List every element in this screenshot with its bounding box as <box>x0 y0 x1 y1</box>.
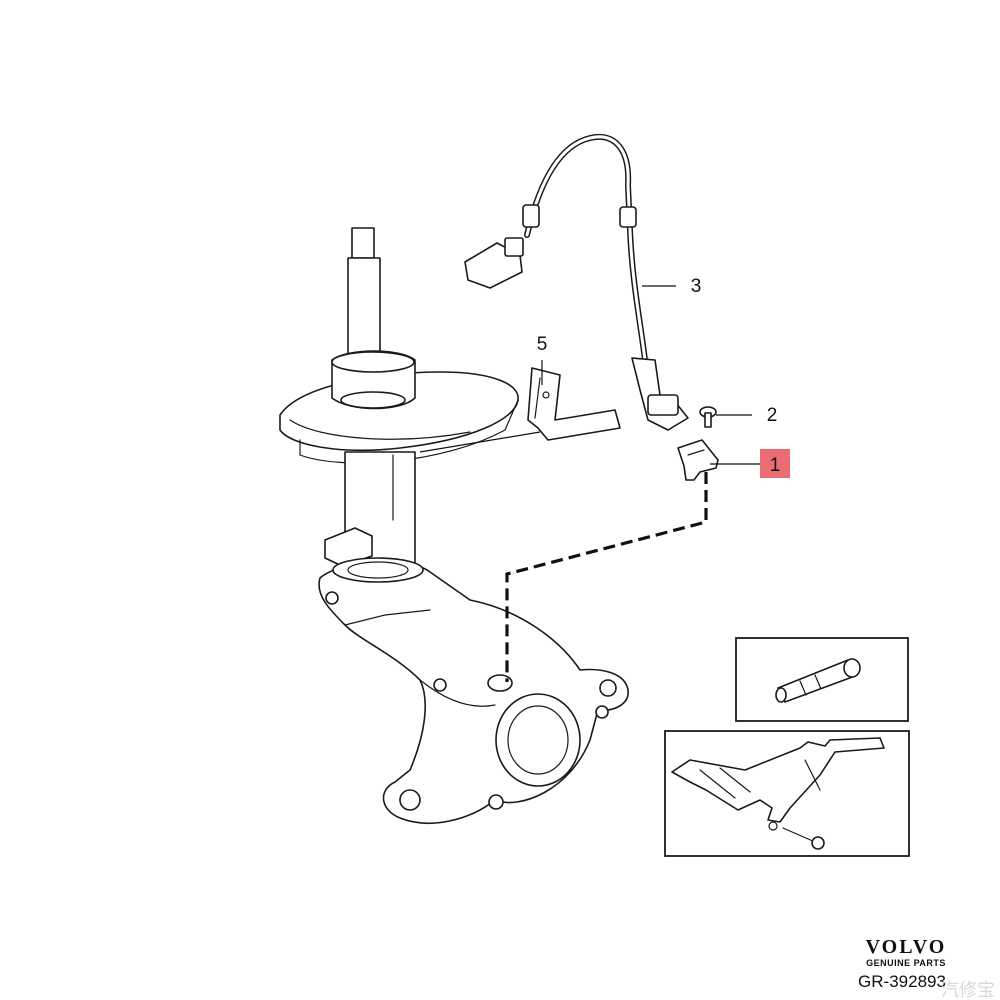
steering-knuckle <box>318 557 629 824</box>
part-5-bracket <box>527 367 621 441</box>
callout-5[interactable]: 5 <box>537 334 548 355</box>
volvo-logo: VOLVO <box>866 936 947 958</box>
genuine-parts-label: GENUINE PARTS <box>866 958 946 968</box>
sensor-routing-line <box>505 472 708 682</box>
part-2-screw <box>699 406 717 428</box>
callout-1-highlight <box>760 449 790 478</box>
callout-2[interactable]: 2 <box>767 405 778 426</box>
callout-1[interactable]: 1 <box>770 455 781 476</box>
part-3-cable <box>464 133 689 431</box>
detail-box-4 <box>735 637 909 722</box>
strut-assembly <box>279 227 519 573</box>
part-1-abs-sensor <box>677 439 719 481</box>
callout-3[interactable]: 3 <box>691 276 702 297</box>
watermark: 汽修宝 <box>941 980 995 1000</box>
leader-lines <box>419 285 760 465</box>
detail-box-6 <box>664 730 910 857</box>
reference-code: GR-392893 <box>858 972 946 991</box>
